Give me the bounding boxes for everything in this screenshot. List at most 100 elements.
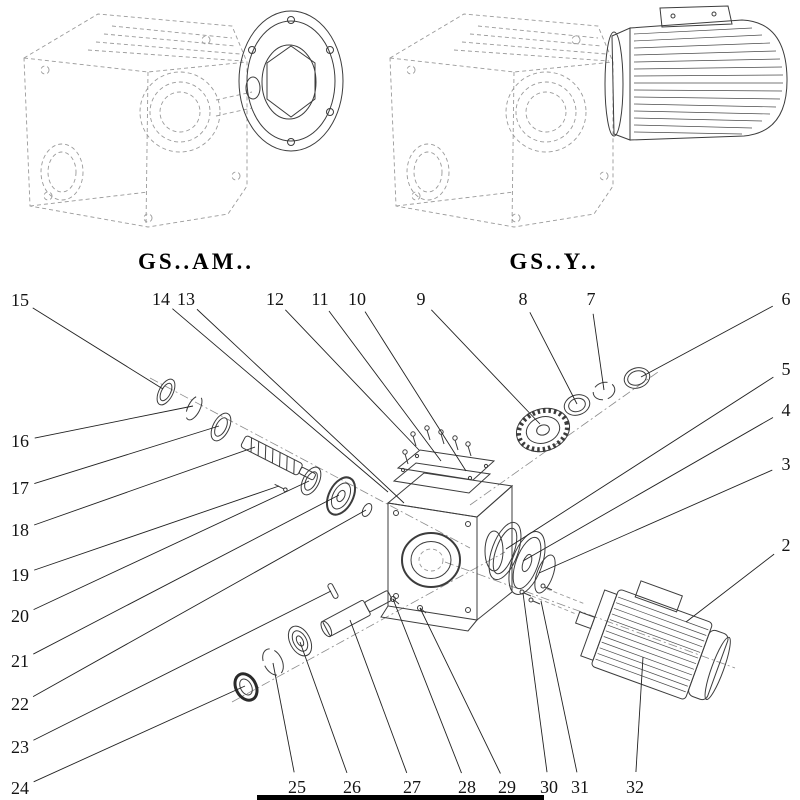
leader-line-21: [33, 494, 340, 655]
callout-22: 22: [11, 694, 29, 714]
leader-line-3: [538, 469, 773, 574]
callout-5: 5: [781, 359, 791, 379]
leader-line-13: [196, 308, 405, 504]
callout-28: 28: [458, 777, 476, 797]
motor-fins: [595, 596, 709, 693]
output-washer: [233, 672, 259, 702]
leader-line-23: [33, 590, 332, 741]
callout-32: 32: [626, 777, 644, 797]
shim-washer-disc: [325, 476, 357, 516]
input-bearing-2: [300, 466, 322, 496]
callout-19: 19: [11, 565, 29, 585]
leader-line-12: [285, 309, 420, 451]
leader-line-26: [299, 641, 348, 774]
cover-screws: [402, 425, 472, 465]
leader-line-8: [529, 312, 578, 405]
leader-line-9: [431, 309, 541, 425]
leader-line-6: [640, 305, 774, 378]
gear-circlip: [592, 381, 616, 401]
callout-4: 4: [781, 400, 791, 420]
spline-teeth: [515, 81, 577, 143]
flange-am: [238, 10, 344, 152]
motor-flange-disc: [604, 31, 624, 137]
callout-23: 23: [11, 737, 29, 757]
leader-line-4: [522, 417, 774, 562]
callout-9: 9: [416, 289, 426, 309]
callout-30: 30: [540, 777, 558, 797]
callout-7: 7: [586, 289, 596, 309]
callout-20: 20: [11, 606, 29, 626]
callout-3: 3: [781, 454, 791, 474]
callout-14: 14: [152, 289, 170, 309]
gearbox-view-am: [23, 13, 253, 228]
gear-seal-ring: [623, 367, 651, 389]
callout-2: 2: [781, 535, 791, 555]
callout-13: 13: [177, 289, 195, 309]
o-ring: [534, 554, 556, 594]
leader-line-20: [33, 480, 310, 611]
callout-31: 31: [571, 777, 589, 797]
callout-24: 24: [11, 778, 29, 798]
view-label-gs-y: GS..Y..: [509, 249, 599, 274]
set-pin: [274, 483, 288, 493]
leader-line-31: [540, 600, 578, 773]
leader-line-5: [505, 376, 774, 550]
leader-line-10: [364, 311, 467, 472]
spline-teeth: [149, 81, 211, 143]
motor-fins: [633, 27, 784, 135]
worm-shaft: [240, 435, 316, 481]
gear-bearing: [563, 394, 591, 416]
gear-housing: [380, 472, 514, 632]
callout-8: 8: [518, 289, 528, 309]
leader-line-11: [328, 310, 442, 462]
leader-line-2: [685, 553, 775, 623]
flange-hexagon: [266, 45, 316, 118]
gearbox-view-y: [389, 13, 614, 228]
leader-line-22: [32, 509, 367, 698]
callout-18: 18: [11, 520, 29, 540]
output-shaft: [320, 590, 393, 638]
leader-line-25: [272, 662, 295, 773]
helical-gear: [516, 407, 570, 453]
callout-21: 21: [11, 651, 29, 671]
callout-29: 29: [498, 777, 516, 797]
leader-line-14: [172, 308, 389, 493]
callout-6: 6: [781, 289, 791, 309]
motor-view: [604, 5, 788, 141]
callout-12: 12: [266, 289, 284, 309]
callout-25: 25: [288, 777, 306, 797]
output-bearing: [287, 625, 313, 657]
callout-26: 26: [343, 777, 361, 797]
adapter-screws: [519, 583, 586, 615]
leader-line-15: [32, 307, 164, 390]
motor: [574, 580, 731, 701]
leader-line-7: [592, 313, 605, 391]
view-label-gs-am: GS..AM..: [138, 249, 254, 274]
cover-plate: [392, 449, 496, 494]
leader-line-27: [349, 619, 408, 774]
motor-terminal-box: [634, 580, 683, 613]
housing-plug-screw: [390, 596, 427, 614]
callout-11: 11: [311, 289, 329, 309]
callout-10: 10: [348, 289, 366, 309]
callout-16: 16: [11, 431, 29, 451]
cropped-footer-bar: [257, 795, 544, 800]
leader-line-29: [419, 607, 501, 774]
input-oil-seal: [156, 378, 176, 406]
leader-line-18: [33, 446, 256, 526]
terminal-box: [659, 5, 733, 28]
input-bearing: [210, 412, 232, 442]
leader-line-19: [34, 485, 280, 571]
adapter-cover: [508, 531, 546, 595]
leader-line-24: [33, 685, 246, 783]
callout-15: 15: [11, 290, 29, 310]
leader-line-32: [635, 656, 644, 773]
leader-line-28: [392, 598, 462, 774]
shaft-key: [327, 583, 339, 599]
flange-gasket: [488, 521, 522, 581]
flange-hub: [245, 76, 261, 100]
small-spacer-ring: [361, 503, 373, 517]
leader-lines: [32, 305, 775, 783]
